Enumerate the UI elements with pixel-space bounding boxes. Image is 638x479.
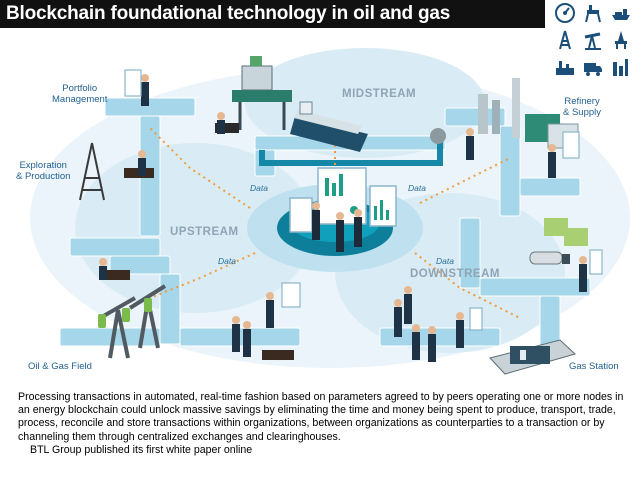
caption-paragraph: Processing transactions in automated, re… [18, 391, 624, 443]
gauge-icon [555, 3, 575, 23]
central-people [312, 202, 362, 252]
diagram-illustration [30, 48, 630, 375]
caption: Processing transactions in automated, re… [18, 391, 630, 457]
tanker-ship [290, 101, 368, 152]
pumpjacks [99, 284, 167, 359]
oil-platform-icon [585, 5, 601, 23]
zone-upstream: UPSTREAM [170, 226, 239, 238]
data-label-upstream: Data [250, 183, 268, 193]
refinery-icon [613, 59, 628, 76]
title-bar: Blockchain foundational technology in oi… [0, 0, 545, 28]
drilling-rig [79, 142, 105, 201]
gas-station [489, 339, 576, 375]
zone-midstream: MIDSTREAM [342, 88, 417, 100]
offshore-platform [232, 56, 292, 130]
label-portfolio-management: Portfolio Management [52, 83, 108, 105]
label-gas-station: Gas Station [569, 361, 619, 372]
data-label-midstream: Data [408, 183, 426, 193]
caption-note: BTL Group published its first white pape… [30, 443, 253, 456]
industry-icon-grid [552, 2, 636, 80]
label-refinery-supply: Refinery & Supply [563, 96, 602, 118]
tanker-ship-icon [612, 9, 630, 20]
truck-icon [584, 63, 602, 76]
walkway-tiles [59, 97, 591, 347]
factory-icon [556, 61, 574, 75]
drilling-rig-icon [559, 30, 571, 50]
data-label-field: Data [218, 256, 236, 266]
oil-gas-blockchain-diagram: Portfolio Management Exploration & Produ… [0, 28, 638, 386]
label-exploration-production: Exploration & Production [16, 160, 71, 182]
pumpjack-icon [584, 32, 601, 50]
page-title: Blockchain foundational technology in oi… [6, 3, 451, 24]
whiteboards [124, 69, 603, 331]
zone-downstream: DOWNSTREAM [410, 268, 500, 280]
offshore-rig-icon [615, 31, 627, 49]
tanker-truck [529, 251, 570, 265]
data-label-downstream: Data [436, 256, 454, 266]
pumpjack-heads [98, 298, 152, 328]
storage-tanks [544, 218, 588, 246]
workers [99, 74, 587, 362]
pipeline [259, 138, 443, 166]
label-oil-gas-field: Oil & Gas Field [28, 361, 92, 372]
